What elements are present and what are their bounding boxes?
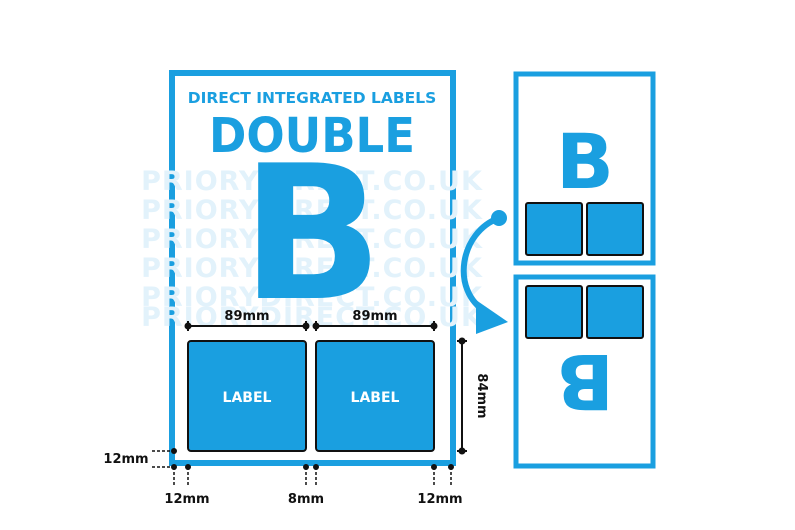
- product-word: DOUBLE: [209, 108, 415, 164]
- label-right-text: LABEL: [351, 390, 400, 406]
- half-sheet-top: B: [513, 71, 656, 266]
- main-sheet: PRIORYDIRECT.CO.UK PRIORYDIRECT.CO.UK PR…: [141, 70, 483, 466]
- half-sheet-top-letter: B: [556, 117, 614, 206]
- dot-icon: [458, 337, 466, 345]
- product-letter: B: [241, 125, 383, 342]
- watermark-row: PRIORYDIRECT.CO.UK: [141, 195, 483, 226]
- watermark-row: PRIORYDIRECT.CO.UK: [141, 224, 483, 255]
- watermark-row: PRIORYDIRECT.CO.UK: [141, 302, 483, 333]
- side-margin-vertical: 12mm: [103, 452, 148, 467]
- label-left-text: LABEL: [223, 390, 272, 406]
- curved-arrow-icon: [460, 210, 508, 334]
- gap-width: 8mm: [288, 492, 324, 507]
- label-right: [315, 340, 435, 452]
- dot-icon: [303, 464, 309, 470]
- label-height: 84mm: [474, 373, 489, 418]
- watermark-row: PRIORYDIRECT.CO.UK: [141, 166, 483, 197]
- dot-icon: [431, 464, 437, 470]
- dot-icon: [448, 464, 454, 470]
- dot-icon: [313, 464, 319, 470]
- dot-icon: [171, 448, 177, 454]
- dot-icon: [312, 322, 320, 330]
- dot-icon: [430, 322, 438, 330]
- heading: DIRECT INTEGRATED LABELS: [188, 89, 437, 107]
- half-sheet-bottom-label: [586, 285, 644, 339]
- dot-icon: [184, 322, 192, 330]
- side-margin-left: 12mm: [164, 492, 209, 507]
- dot-icon: [185, 464, 191, 470]
- arrow-shaft: [460, 215, 501, 315]
- watermark: PRIORYDIRECT.CO.UK PRIORYDIRECT.CO.UK PR…: [141, 166, 483, 333]
- half-sheet-top-label: [525, 202, 583, 256]
- dot-icon: [302, 322, 310, 330]
- dimensions: [152, 321, 467, 486]
- watermark-row: PRIORYDIRECT.CO.UK: [141, 253, 483, 284]
- half-sheet-top-label: [586, 202, 644, 256]
- label-left: [187, 340, 307, 452]
- half-sheet-bottom: B: [513, 274, 656, 469]
- dot-icon: [458, 447, 466, 455]
- label-width-right: 89mm: [352, 309, 397, 324]
- side-margin-right: 12mm: [417, 492, 462, 507]
- label-width-left: 89mm: [224, 309, 269, 324]
- watermark-row: PRIORYDIRECT.CO.UK: [141, 282, 483, 313]
- arrow-head: [476, 300, 508, 334]
- half-sheet-bottom-label: [525, 285, 583, 339]
- dimension-labels: 89mm 89mm 84mm 12mm 12mm 8mm 12mm: [103, 309, 489, 507]
- half-sheet-bottom-letter: B: [556, 337, 614, 426]
